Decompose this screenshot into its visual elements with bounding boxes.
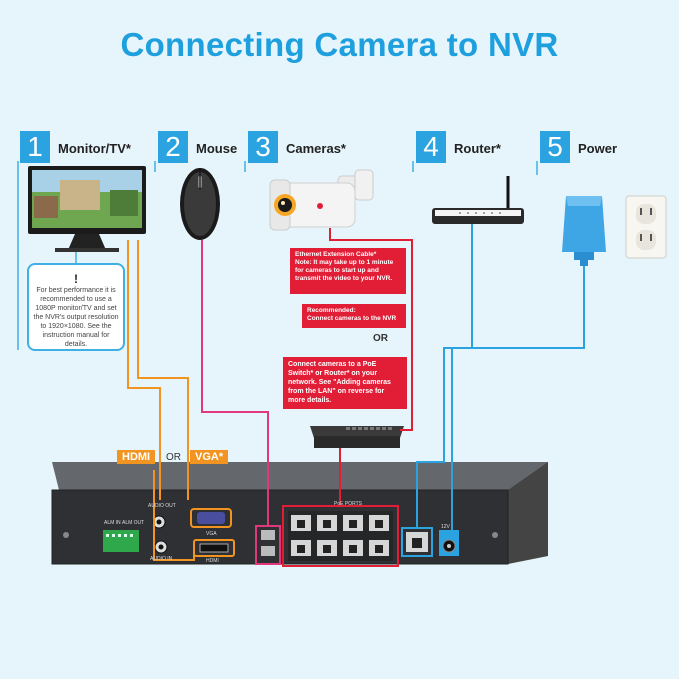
camera-icon bbox=[269, 169, 374, 231]
recommended-note: Recommended: Connect cameras to the NVR bbox=[302, 304, 406, 328]
extension-title: Ethernet Extension Cable* bbox=[295, 251, 377, 258]
step-label: Mouse bbox=[196, 141, 238, 156]
vga-port-label: VGA bbox=[206, 531, 217, 537]
recommended-body: Connect cameras to the NVR bbox=[307, 315, 397, 322]
power-adapter-icon bbox=[562, 196, 606, 266]
alarm-out-label: ALM OUT bbox=[122, 520, 145, 526]
poe-switch-note: Connect cameras to a PoE Switch* or Rout… bbox=[283, 357, 407, 409]
router-icon bbox=[432, 176, 524, 224]
hdmi-vga-or-label: OR bbox=[166, 452, 181, 463]
note-text: For best performance it is recommended t… bbox=[33, 287, 119, 348]
or-label: OR bbox=[373, 333, 388, 344]
monitor-note: ! For best performance it is recommended… bbox=[27, 263, 125, 351]
vga-label: VGA* bbox=[190, 450, 229, 464]
hdmi-label: HDMI bbox=[117, 450, 156, 464]
step-number: 5 bbox=[540, 131, 570, 163]
recommended-title: Recommended: bbox=[307, 307, 356, 314]
audio-out-label: AUDIO OUT bbox=[148, 503, 176, 509]
poe-switch-icon bbox=[310, 426, 404, 448]
extension-cable-note: Ethernet Extension Cable* Note: It may t… bbox=[290, 248, 406, 294]
alarm-in-label: ALM IN bbox=[104, 520, 121, 526]
step-label: Router* bbox=[454, 141, 501, 156]
step-label: Cameras* bbox=[286, 141, 346, 156]
step-label: Power bbox=[578, 141, 618, 156]
nvr-icon bbox=[51, 462, 548, 567]
outlet-icon bbox=[625, 195, 667, 259]
hdmi-port-label: HDMI bbox=[206, 558, 219, 564]
poe-ports-label: PoE PORTS bbox=[334, 501, 362, 507]
step-number: 2 bbox=[158, 131, 188, 163]
step-number: 3 bbox=[248, 131, 278, 163]
page-title: Connecting Camera to NVR bbox=[120, 26, 559, 63]
poe-body: Connect cameras to a PoE Switch* or Rout… bbox=[288, 361, 391, 404]
dc-port-label: 12V bbox=[441, 524, 450, 530]
step-number: 4 bbox=[416, 131, 446, 163]
mouse-icon bbox=[180, 168, 220, 240]
audio-in-label: AUDIO IN bbox=[150, 556, 173, 562]
monitor-icon bbox=[28, 166, 146, 252]
step-label: Monitor/TV* bbox=[58, 141, 131, 156]
info-icon: ! bbox=[74, 272, 78, 286]
step-number: 1 bbox=[20, 131, 50, 163]
extension-body: Note: It may take up to 1 minute for cam… bbox=[295, 259, 394, 282]
